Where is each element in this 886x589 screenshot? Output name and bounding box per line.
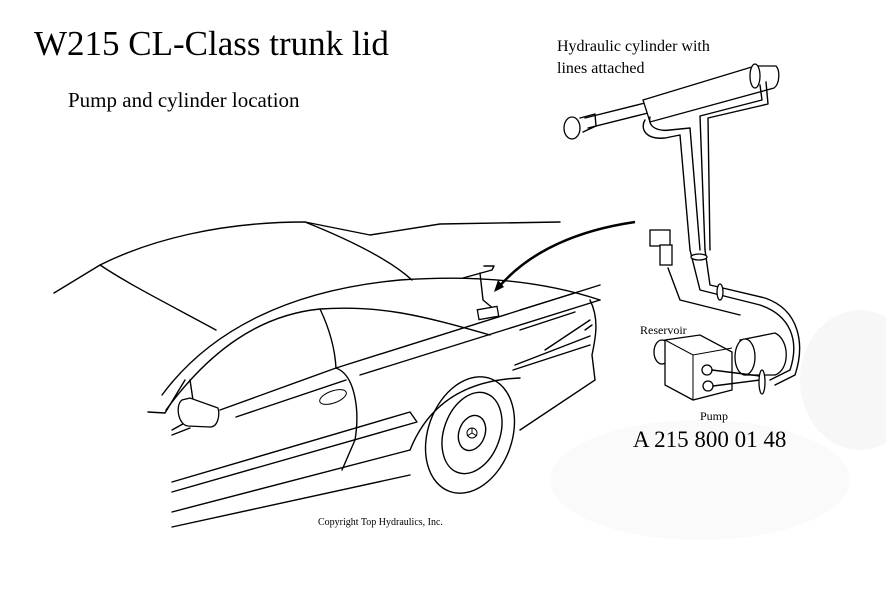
page-subtitle: Pump and cylinder location — [68, 88, 300, 112]
hydraulic-lines — [642, 81, 801, 386]
cylinder-label-line1: Hydraulic cylinder with — [557, 38, 710, 55]
pump-icon — [653, 332, 787, 401]
line-connector — [649, 229, 671, 247]
hydraulic-cylinder-icon — [563, 63, 780, 140]
trunk-cylinder-small — [462, 265, 500, 321]
pump-label: Pump — [700, 409, 729, 423]
page-title: W215 CL-Class trunk lid — [34, 24, 389, 63]
cylinder-end-knob — [563, 116, 581, 140]
reservoir-label: Reservoir — [640, 323, 687, 337]
pointer-arrow-icon — [494, 220, 636, 292]
cylinder-label: Hydraulic cylinder with lines attached — [557, 36, 710, 80]
side-mirror — [177, 397, 220, 428]
rear-wheel — [424, 376, 516, 494]
car-outline — [53, 221, 601, 528]
part-number: A 215 800 01 48 — [633, 427, 787, 452]
door-handle — [319, 389, 347, 405]
copyright-notice: Copyright Top Hydraulics, Inc. — [318, 517, 443, 528]
cylinder-label-line2: lines attached — [557, 60, 645, 77]
